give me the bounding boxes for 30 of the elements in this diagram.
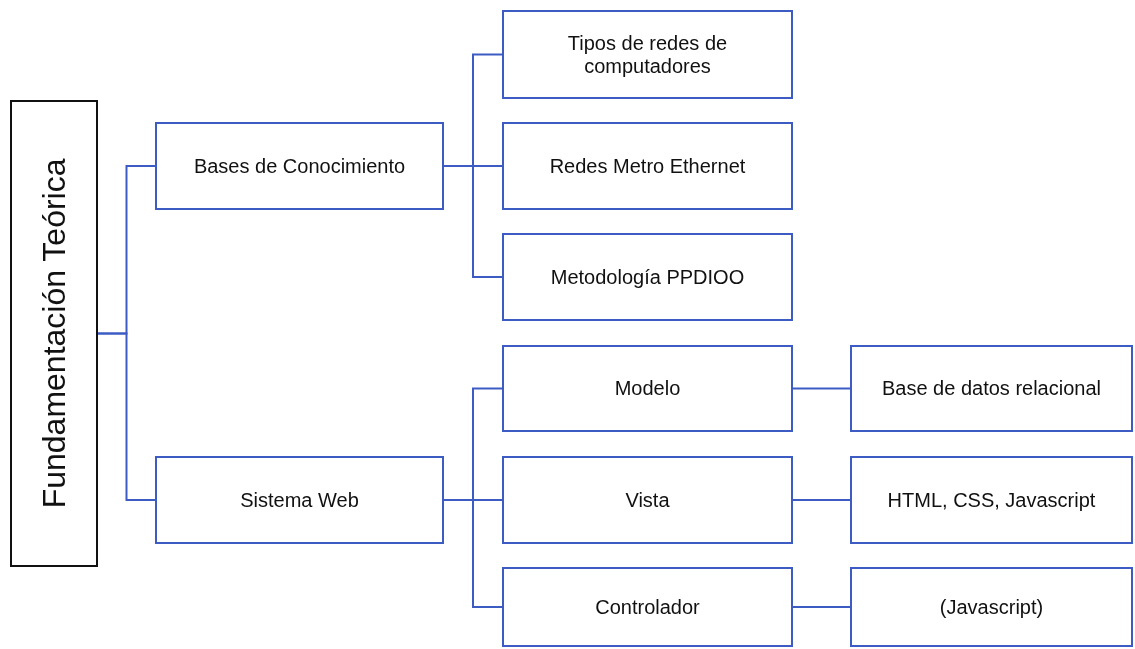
topic-box xyxy=(155,122,444,210)
topic-label: Sistema Web xyxy=(239,488,360,512)
topic-label: Base de datos relacional xyxy=(880,377,1102,400)
topic-label: Modelo xyxy=(613,377,682,400)
topic-box xyxy=(502,233,793,321)
connector-line xyxy=(97,332,156,501)
topic-label: Vista xyxy=(624,488,671,512)
topic-label: Controlador xyxy=(594,595,701,619)
connector-line xyxy=(443,499,503,608)
topic-label: Redes Metro Ethernet xyxy=(548,154,747,178)
topic-box xyxy=(502,567,793,647)
topic-label: Tipos de redes de computadores xyxy=(566,31,729,78)
topic-label: Fundamentación Teórica xyxy=(35,158,73,509)
topic-label: (Javascript) xyxy=(938,595,1045,619)
topic-box xyxy=(502,345,793,432)
connector-line xyxy=(792,499,851,501)
connector-line xyxy=(792,606,851,608)
topic-box xyxy=(850,456,1133,544)
topic-label: Metodología PPDIOO xyxy=(549,265,746,289)
topic-box xyxy=(155,456,444,544)
topic-box xyxy=(10,100,98,567)
topic-box xyxy=(850,567,1133,647)
topic-box xyxy=(502,10,793,99)
connector-line xyxy=(443,165,503,278)
topic-box xyxy=(502,122,793,210)
topic-label: Bases de Conocimiento xyxy=(192,154,407,178)
connector-line xyxy=(792,387,851,390)
topic-label: HTML, CSS, Javascript xyxy=(886,488,1097,512)
topic-box xyxy=(850,345,1133,432)
topic-box xyxy=(502,456,793,544)
